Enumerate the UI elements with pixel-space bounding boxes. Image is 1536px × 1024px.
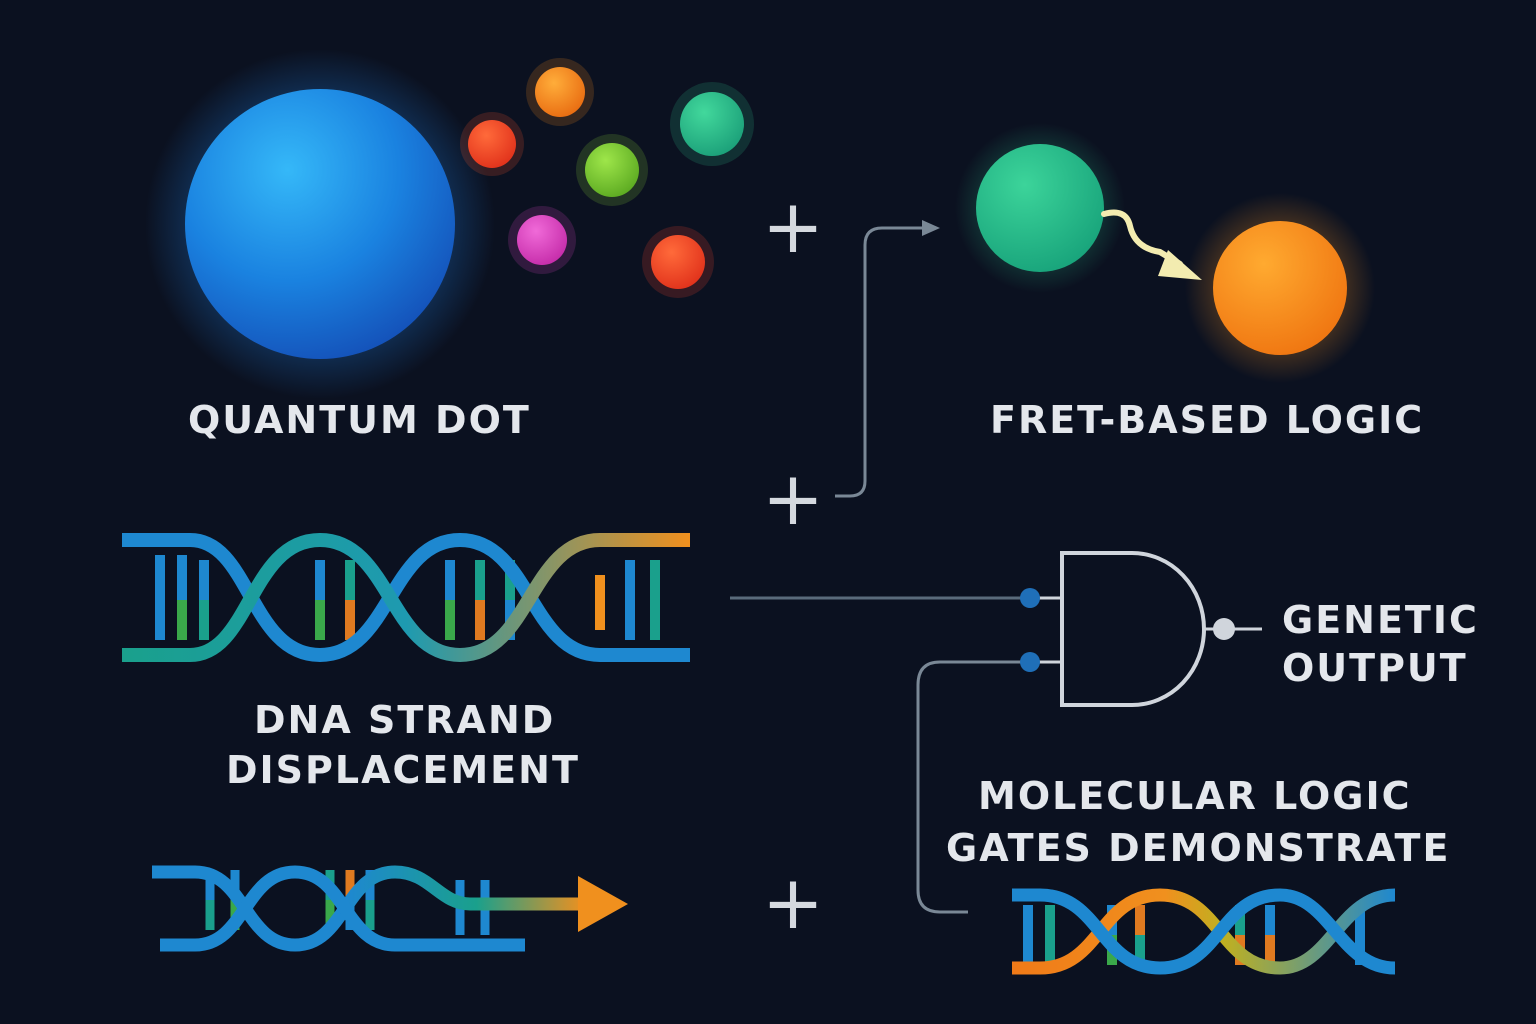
plus-sign-middle: + <box>762 456 825 542</box>
label-molecular-line2: GATES DEMONSTRATE <box>946 826 1451 870</box>
fret-acceptor <box>1185 193 1375 383</box>
particle-lime <box>585 143 639 197</box>
particle-red-2 <box>651 235 705 289</box>
dna-helix-molecular <box>1012 888 1396 975</box>
connector-arrowhead <box>922 220 940 236</box>
gate-output-node <box>1213 618 1235 640</box>
and-gate <box>1020 551 1262 707</box>
quantum-dot-sphere <box>145 49 495 399</box>
plus-sign-bottom: + <box>762 860 825 946</box>
label-molecular-line1: MOLECULAR LOGIC <box>978 774 1412 818</box>
label-dna-line1: DNA STRAND <box>254 698 556 742</box>
energy-transfer-arrow <box>1101 209 1202 280</box>
label-dna-line2: DISPLACEMENT <box>226 748 580 792</box>
connector-wire-fret <box>835 226 925 498</box>
label-genetic-line2: OUTPUT <box>1282 646 1468 690</box>
dna-helix-arrow <box>152 865 628 952</box>
particle-orange <box>535 67 585 117</box>
fret-donor <box>955 123 1125 293</box>
particle-red-1 <box>468 120 516 168</box>
dna-helix-main <box>122 532 690 663</box>
particle-green <box>680 92 744 156</box>
quantum-dot-particles <box>460 58 754 298</box>
label-quantum-dot: QUANTUM DOT <box>188 398 531 442</box>
particle-magenta <box>517 215 567 265</box>
gate-input-a <box>1020 588 1040 608</box>
plus-sign-top: + <box>762 184 825 270</box>
gate-input-b <box>1020 652 1040 672</box>
wire-molecular-to-gate <box>916 660 1030 914</box>
label-fret-logic: FRET-BASED LOGIC <box>990 398 1425 442</box>
label-genetic-line1: GENETIC <box>1282 598 1479 642</box>
